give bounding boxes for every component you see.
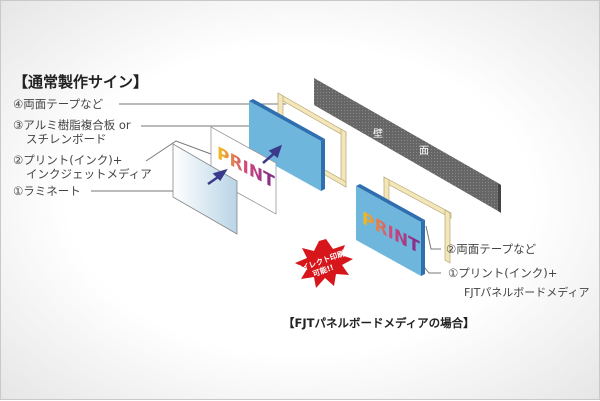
aluminum-board (249, 101, 321, 191)
fjt-title: 【FJTパネルボードメディアの場合】 (283, 316, 475, 330)
standard-sign-title: 【通常製作サイン】 (13, 73, 149, 91)
label-fjt-print: ①プリント(インク)+ (448, 266, 558, 280)
laminate-sheet (172, 143, 238, 235)
print-media-sheet (210, 126, 277, 215)
svg-text:面: 面 (419, 146, 429, 157)
fjt-panel-board (356, 186, 421, 276)
direct-print-badge (295, 239, 353, 288)
arrow-icons (207, 144, 283, 186)
label-aluminum-board: ③アルミ樹脂複合板 or (13, 118, 131, 132)
label-laminate: ①ラミネート (13, 184, 81, 198)
label-double-tape: ④両面テープなど (13, 97, 104, 111)
wall-label: 壁 (373, 127, 383, 140)
label-print-media: ②プリント(インク)+ (13, 153, 123, 167)
label-fjt-tape: ②両面テープなど (446, 242, 537, 256)
wall (314, 78, 498, 211)
